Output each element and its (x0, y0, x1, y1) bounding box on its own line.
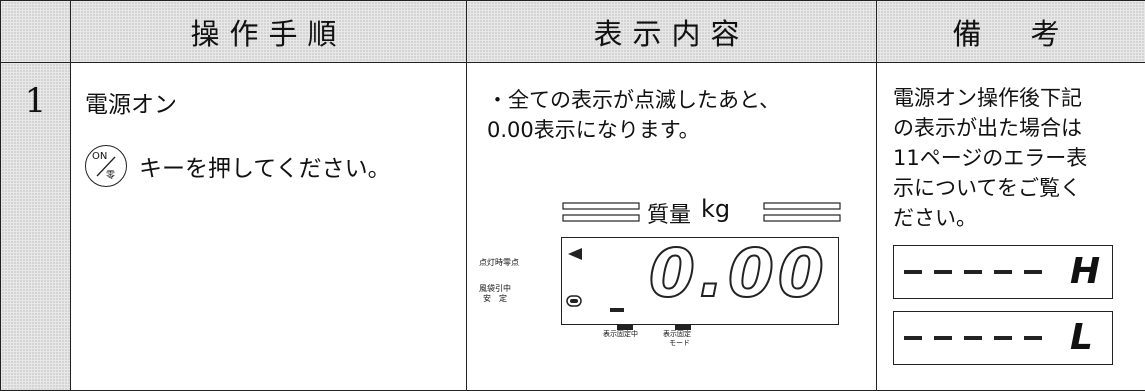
lcd-hold-label: 表示固定中 (603, 330, 638, 338)
notes-cell: 電源オン操作後下記 の表示が出た場合は 11ページのエラー表 示についてをご覧く… (876, 62, 1145, 391)
error-dash (964, 270, 982, 274)
notes-line-3: 11ページのエラー表 (893, 146, 1088, 170)
lcd-reading: 0.00 (648, 234, 828, 313)
header-corner (0, 0, 71, 63)
step-number: 1 (0, 62, 71, 391)
display-cell: ・全ての表示が点滅したあと、 0.00表示になります。 質量 kg 点灯時零点 … (466, 62, 877, 391)
lcd-unit-label: 質量 (647, 203, 692, 228)
on-zero-key-icon: ON 零 (85, 145, 127, 187)
lcd-hold-mode-label: 表示固定 (663, 330, 691, 338)
lcd-unit: kg (701, 195, 731, 223)
error-dash (994, 270, 1012, 274)
lcd-top-bars (562, 202, 841, 222)
error-code-l: L (1070, 317, 1093, 358)
table-row: 1 電源オン ON 零 キーを押してください。 ・全ての表示が点滅したあと、 0… (0, 62, 1145, 391)
error-dash (934, 336, 952, 340)
procedure-title: 電源オン (85, 92, 177, 118)
lcd-zero-label: 点灯時零点 (479, 258, 519, 267)
notes-line-4: 示についてをご覧く (893, 176, 1081, 200)
header-notes: 備 考 (876, 0, 1145, 63)
lcd-panel (561, 237, 839, 325)
table-header-row: 操作手順 表示内容 備 考 (0, 0, 1145, 63)
lcd-illustration: 質量 kg 点灯時零点 風袋引中 安 定 0.00 (479, 195, 849, 347)
lcd-bottom-marks (617, 325, 691, 330)
key-slash-icon (96, 156, 116, 177)
lcd-segments (566, 248, 624, 312)
display-text-line1: ・全ての表示が点滅したあと、 (487, 88, 781, 112)
notes-line-1: 電源オン操作後下記 (893, 86, 1082, 110)
error-dash (1024, 336, 1042, 340)
procedure-cell: 電源オン ON 零 キーを押してください。 (70, 62, 467, 391)
error-code-h: H (1070, 251, 1101, 292)
display-text-line2: 0.00表示になります。 (487, 118, 700, 142)
error-dash (964, 336, 982, 340)
error-dash (934, 270, 952, 274)
error-display-l: L (893, 311, 1113, 365)
key-bottom-label: 零 (106, 171, 116, 181)
error-dash (994, 336, 1012, 340)
key-top-label: ON (92, 151, 108, 162)
error-display-h: H (893, 245, 1113, 299)
key-instruction-line: ON 零 キーを押してください。 (85, 145, 466, 187)
header-procedure: 操作手順 (70, 0, 467, 63)
error-dash (904, 336, 922, 340)
lcd-stable-label: 安 定 (483, 294, 507, 303)
error-dash (904, 270, 922, 274)
lcd-tare-label: 風袋引中 (479, 284, 511, 293)
error-dash (1024, 270, 1042, 274)
notes-line-2: の表示が出た場合は (893, 116, 1082, 140)
lcd-mode-label: モード (669, 339, 690, 347)
key-instruction-text: キーを押してください。 (139, 156, 391, 182)
notes-line-5: ださい。 (893, 206, 977, 230)
header-display: 表示内容 (466, 0, 877, 63)
